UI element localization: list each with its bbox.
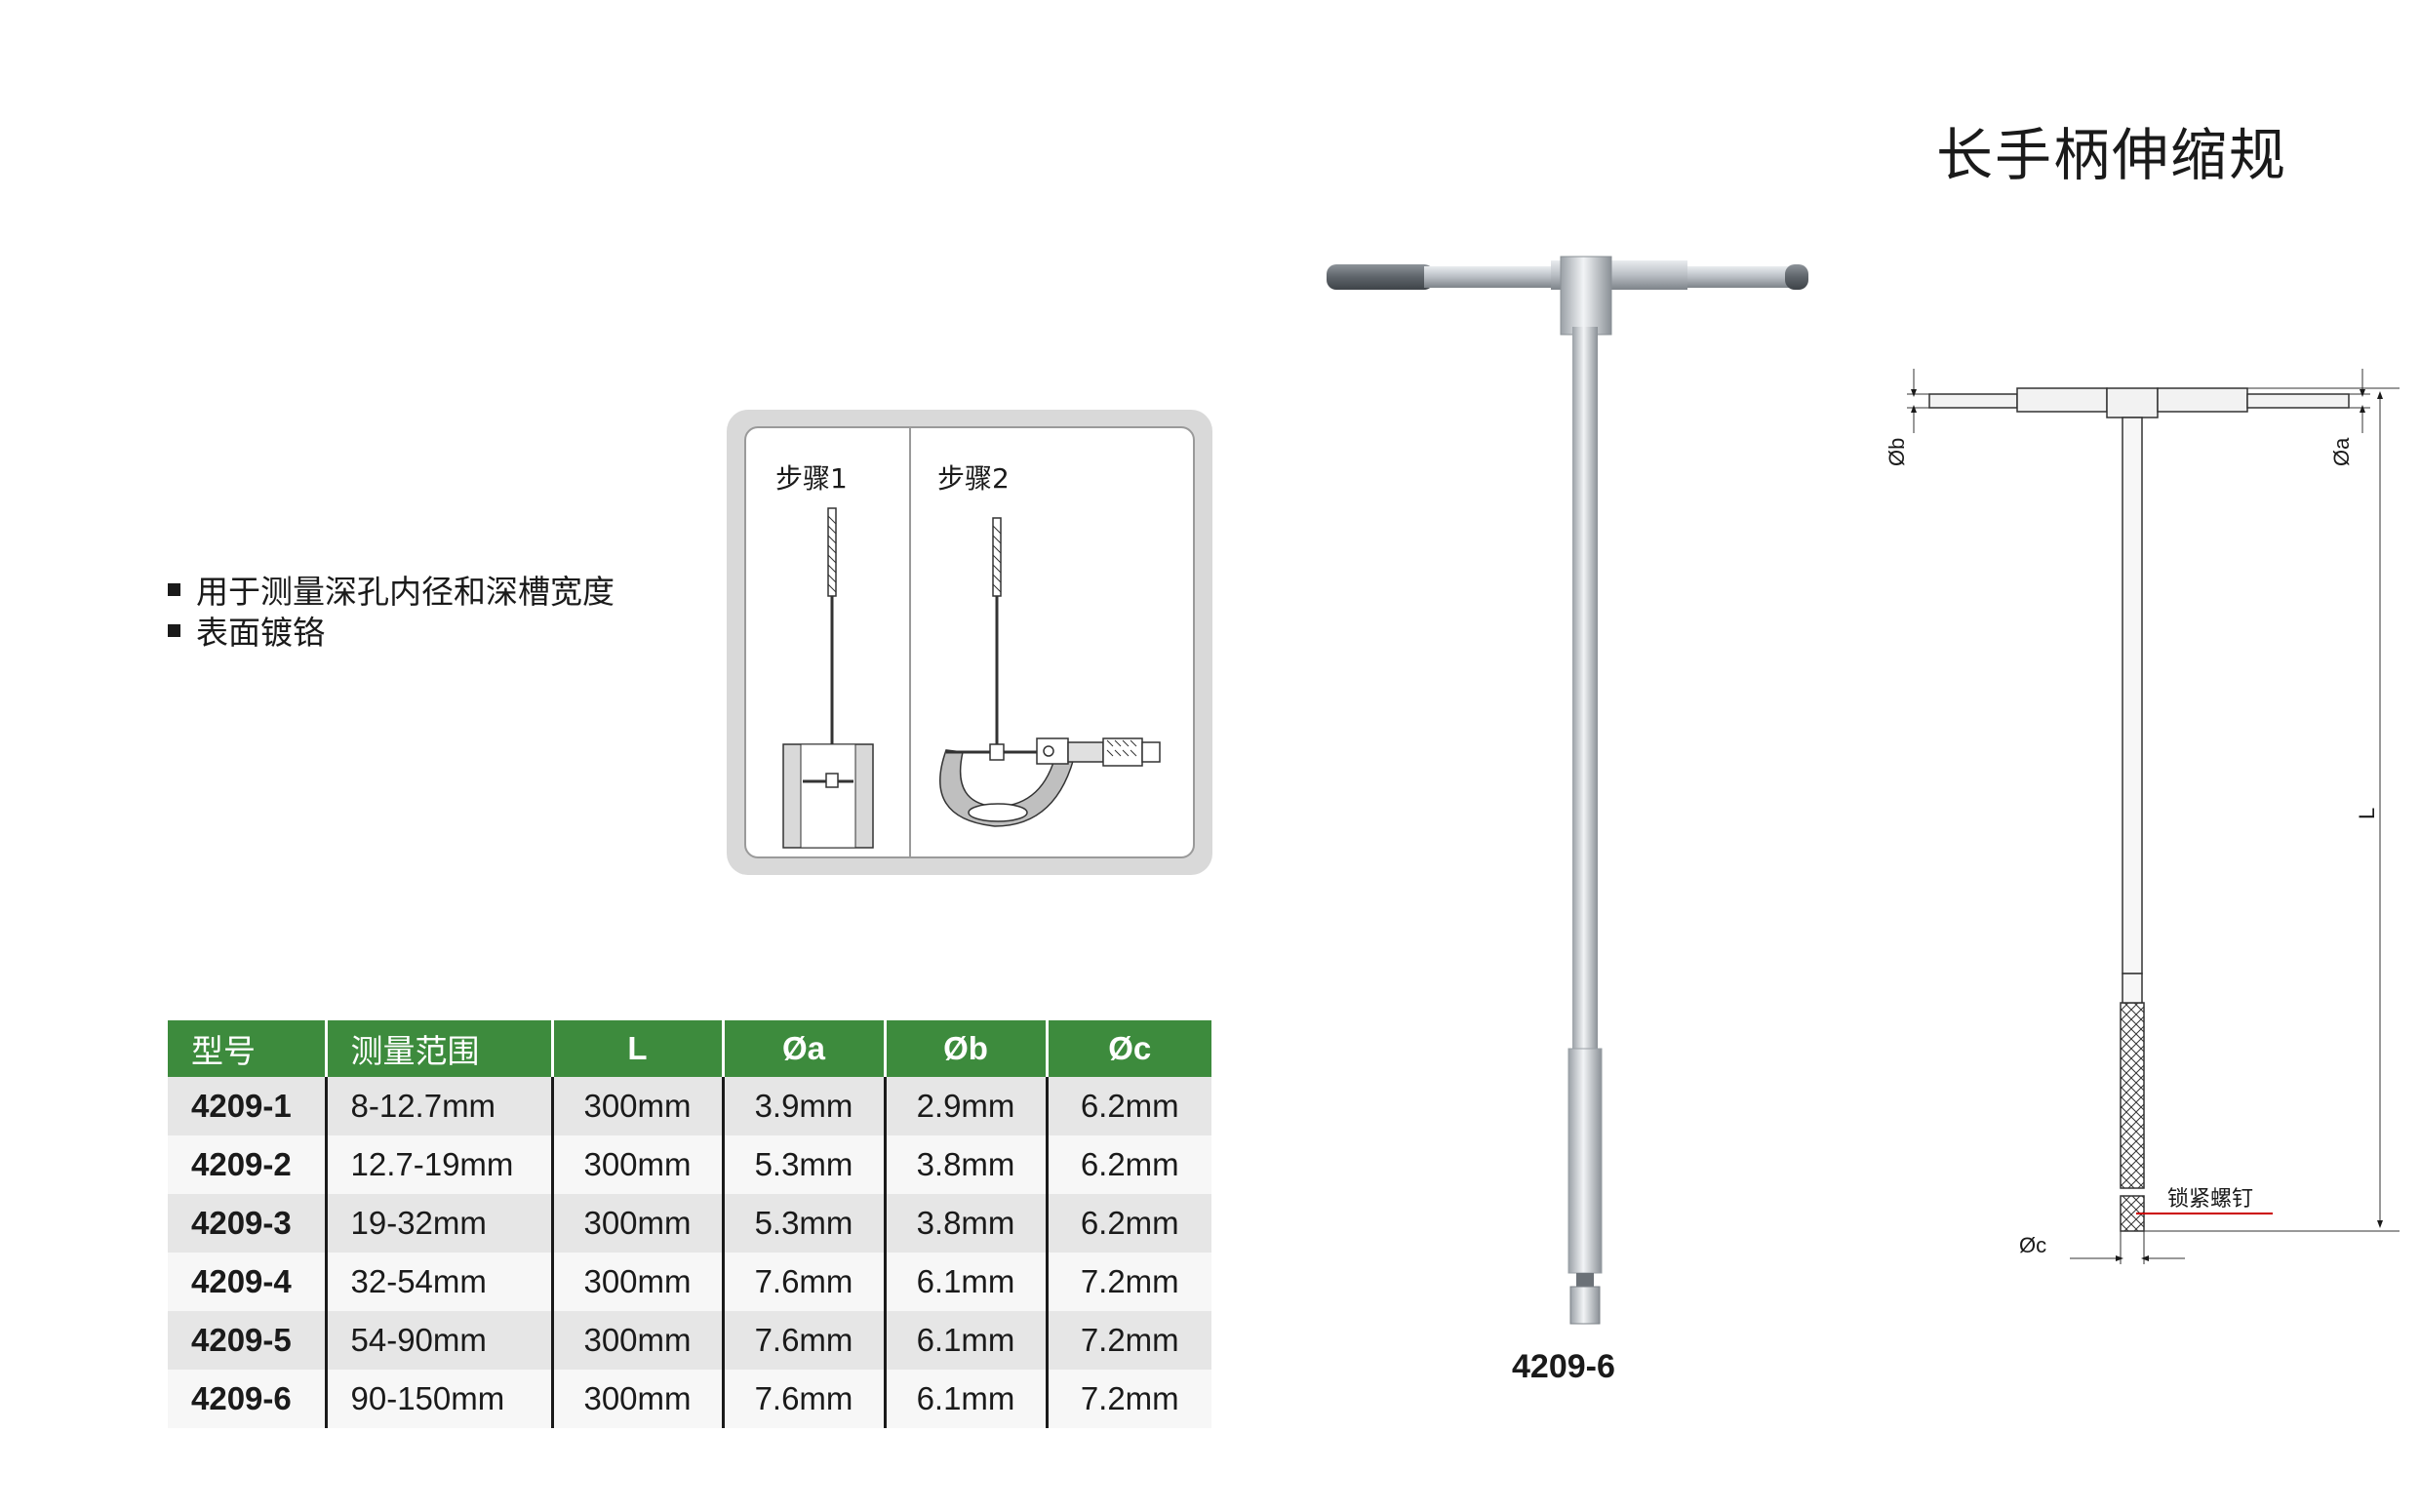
header-c: Øc xyxy=(1047,1020,1211,1077)
table-row: 4209-5 54-90mm 300mm 7.6mm 6.1mm 7.2mm xyxy=(168,1311,1211,1370)
feature-text: 用于测量深孔内径和深槽宽度 xyxy=(196,573,615,611)
cell-b: 6.1mm xyxy=(885,1253,1049,1311)
table-row: 4209-2 12.7-19mm 300mm 5.3mm 3.8mm 6.2mm xyxy=(168,1135,1211,1194)
cell-a: 7.6mm xyxy=(723,1370,887,1428)
cell-model: 4209-3 xyxy=(168,1194,328,1253)
photo-caption: 4209-6 xyxy=(1512,1348,1615,1385)
usage-steps-panel: 步骤1 步骤2 xyxy=(727,410,1212,875)
cell-model: 4209-4 xyxy=(168,1253,328,1311)
cell-b: 2.9mm xyxy=(885,1077,1049,1135)
table-row: 4209-4 32-54mm 300mm 7.6mm 6.1mm 7.2mm xyxy=(168,1253,1211,1311)
cell-a: 7.6mm xyxy=(723,1253,887,1311)
header-model: 型号 xyxy=(168,1020,328,1077)
cell-L: 300mm xyxy=(552,1194,725,1253)
step-2-illustration xyxy=(939,517,1161,827)
cell-range: 19-32mm xyxy=(326,1194,554,1253)
cell-L: 300mm xyxy=(552,1253,725,1311)
cell-L: 300mm xyxy=(552,1370,725,1428)
header-a: Øa xyxy=(723,1020,887,1077)
cell-range: 12.7-19mm xyxy=(326,1135,554,1194)
cell-c: 7.2mm xyxy=(1047,1253,1211,1311)
steps-divider xyxy=(909,428,911,856)
product-photo xyxy=(1327,256,1808,1325)
cell-model: 4209-5 xyxy=(168,1311,328,1370)
cell-range: 32-54mm xyxy=(326,1253,554,1311)
cell-a: 5.3mm xyxy=(723,1194,887,1253)
cell-range: 8-12.7mm xyxy=(326,1077,554,1135)
cell-L: 300mm xyxy=(552,1077,725,1135)
cell-b: 6.1mm xyxy=(885,1370,1049,1428)
header-b: Øb xyxy=(885,1020,1049,1077)
lock-screw-label: 锁紧螺钉 xyxy=(2167,1186,2253,1211)
dim-c-label: Øc xyxy=(2019,1233,2046,1257)
cell-L: 300mm xyxy=(552,1311,725,1370)
table-row: 4209-1 8-12.7mm 300mm 3.9mm 2.9mm 6.2mm xyxy=(168,1077,1211,1135)
feature-text: 表面镀铬 xyxy=(196,614,325,652)
step-2-label: 步骤2 xyxy=(937,462,1010,495)
feature-list: 用于测量深孔内径和深槽宽度 表面镀铬 xyxy=(168,569,615,652)
table-row: 4209-3 19-32mm 300mm 5.3mm 3.8mm 6.2mm xyxy=(168,1194,1211,1253)
feature-item: 用于测量深孔内径和深槽宽度 xyxy=(168,569,615,611)
spec-table: 型号 测量范围 L Øa Øb Øc 4209-1 8-12.7mm 300mm… xyxy=(168,1020,1211,1428)
cell-b: 3.8mm xyxy=(885,1194,1049,1253)
cell-a: 5.3mm xyxy=(723,1135,887,1194)
cell-a: 3.9mm xyxy=(723,1077,887,1135)
cell-b: 6.1mm xyxy=(885,1311,1049,1370)
table-row: 4209-6 90-150mm 300mm 7.6mm 6.1mm 7.2mm xyxy=(168,1370,1211,1428)
step-1-illustration xyxy=(782,507,874,849)
cell-c: 6.2mm xyxy=(1047,1077,1211,1135)
cell-model: 4209-1 xyxy=(168,1077,328,1135)
dimension-drawing: Øb Øa L Øc 锁紧螺钉 xyxy=(1884,369,2400,1264)
table-header-row: 型号 测量范围 L Øa Øb Øc xyxy=(168,1020,1211,1077)
usage-steps-frame: 步骤1 步骤2 xyxy=(744,426,1195,858)
page-title: 长手柄伸缩规 xyxy=(1936,122,2288,188)
dim-L-label: L xyxy=(2355,808,2379,819)
header-range: 测量范围 xyxy=(326,1020,554,1077)
cell-range: 54-90mm xyxy=(326,1311,554,1370)
cell-b: 3.8mm xyxy=(885,1135,1049,1194)
cell-c: 7.2mm xyxy=(1047,1311,1211,1370)
step-1-label: 步骤1 xyxy=(775,462,848,495)
cell-model: 4209-6 xyxy=(168,1370,328,1428)
header-L: L xyxy=(552,1020,725,1077)
cell-c: 6.2mm xyxy=(1047,1194,1211,1253)
feature-item: 表面镀铬 xyxy=(168,610,615,652)
cell-L: 300mm xyxy=(552,1135,725,1194)
dim-a-label: Øa xyxy=(2329,437,2354,466)
bullet-square-icon xyxy=(168,582,180,596)
cell-model: 4209-2 xyxy=(168,1135,328,1194)
cell-c: 7.2mm xyxy=(1047,1370,1211,1428)
cell-range: 90-150mm xyxy=(326,1370,554,1428)
cell-a: 7.6mm xyxy=(723,1311,887,1370)
dim-b-label: Øb xyxy=(1884,438,1909,466)
bullet-square-icon xyxy=(168,623,180,637)
cell-c: 6.2mm xyxy=(1047,1135,1211,1194)
